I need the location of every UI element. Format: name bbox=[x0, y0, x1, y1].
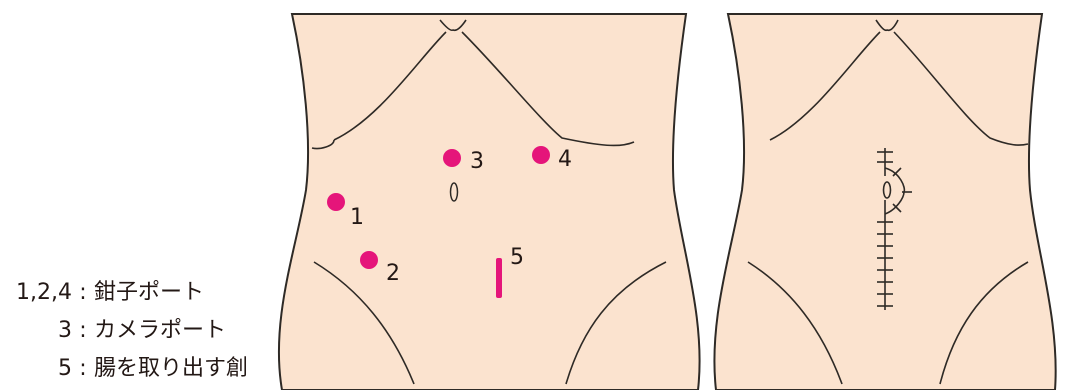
port-5-incision bbox=[496, 258, 502, 298]
legend-key: 5 bbox=[12, 352, 72, 386]
port-5-label: 5 bbox=[510, 245, 524, 270]
legend-row: 3:カメラポート bbox=[12, 314, 226, 348]
port-1-dot bbox=[327, 193, 345, 211]
legend-row: 1,2,4:鉗子ポート bbox=[12, 276, 204, 310]
port-3-dot bbox=[443, 149, 461, 167]
port-3-label: 3 bbox=[470, 149, 484, 174]
legend-separator: : bbox=[72, 314, 94, 348]
port-1-label: 1 bbox=[350, 205, 364, 230]
legend-text: カメラポート bbox=[94, 318, 226, 343]
legend-key: 1,2,4 bbox=[12, 276, 72, 310]
legend-key: 3 bbox=[12, 314, 72, 348]
port-2-dot bbox=[360, 251, 378, 269]
legend-text: 鉗子ポート bbox=[94, 280, 204, 305]
port-4-label: 4 bbox=[558, 147, 572, 172]
port-2-label: 2 bbox=[386, 261, 400, 286]
legend-separator: : bbox=[72, 276, 94, 310]
legend-separator: : bbox=[72, 352, 94, 386]
legend-row: 5:腸を取り出す創 bbox=[12, 352, 248, 386]
legend-text: 腸を取り出す創 bbox=[94, 356, 248, 381]
port-4-dot bbox=[532, 146, 550, 164]
